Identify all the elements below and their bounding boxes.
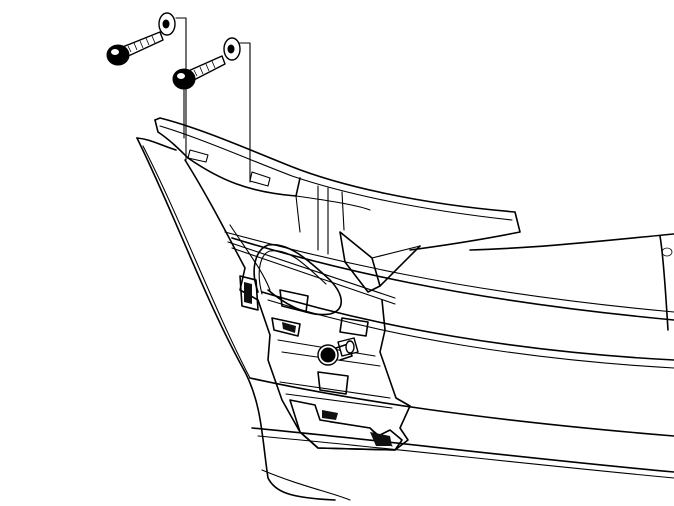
washer-upper-right <box>223 37 241 61</box>
bolt-upper-left <box>106 31 164 66</box>
washer-upper-left <box>158 12 176 36</box>
push-pin-retainer <box>317 337 359 366</box>
alignment-leader-lines <box>175 17 251 183</box>
upper-mounting-bracket <box>154 117 521 293</box>
bumper-fascia <box>136 137 674 501</box>
side-support-bracket <box>184 159 411 451</box>
bolt-upper-right <box>172 55 226 90</box>
